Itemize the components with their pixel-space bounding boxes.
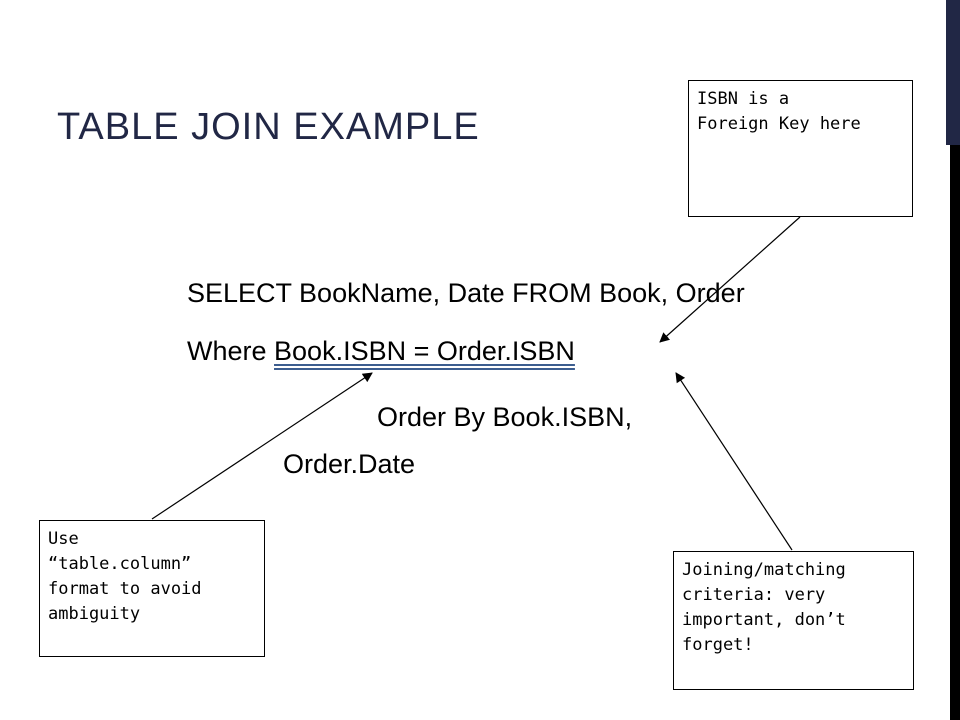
accent-bar-top [946, 0, 960, 145]
sql-order-by-continuation: Order.Date [283, 449, 416, 479]
sql-where-line: Where Book.ISBN = Order.ISBN [187, 338, 575, 365]
arrow-join-criteria [675, 372, 793, 551]
callout-join-criteria: Joining/matching criteria: very importan… [673, 551, 914, 690]
arrow-foreign-key [659, 216, 801, 343]
callout-table-column: Use “table.column” format to avoid ambig… [39, 520, 265, 657]
arrow-table-column [151, 372, 373, 520]
accent-bar-bottom [950, 145, 960, 720]
slide-title: TABLE JOIN EXAMPLE [57, 106, 480, 148]
callout-foreign-key: ISBN is a Foreign Key here [688, 80, 913, 217]
sql-join-condition: Book.ISBN = Order.ISBN [274, 336, 575, 366]
sql-where-keyword: Where [187, 336, 275, 366]
sql-order-by-line: Order By Book.ISBN, [377, 402, 633, 432]
sql-select-line: SELECT BookName, Date FROM Book, Order [187, 278, 745, 308]
